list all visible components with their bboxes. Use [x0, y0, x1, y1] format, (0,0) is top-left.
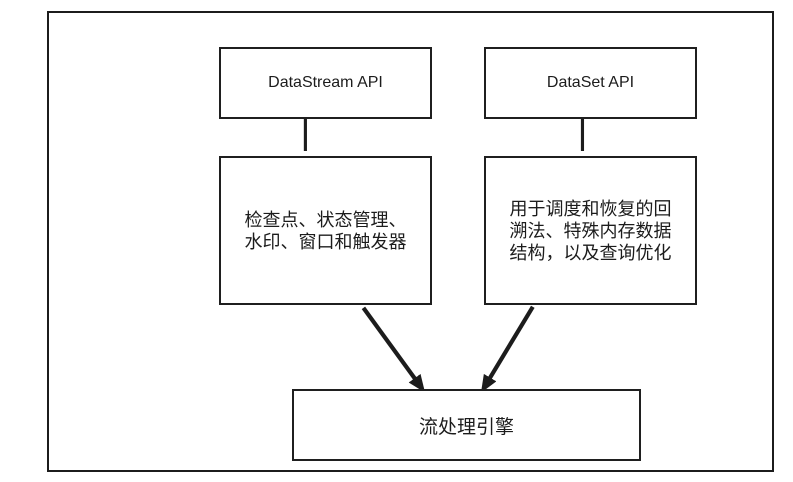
dataset-detail-line: 溯法、特殊内存数据: [509, 220, 672, 241]
dataset-detail-box: 用于调度和恢复的回 溯法、特殊内存数据 结构，以及查询优化: [484, 156, 697, 305]
datastream-api-label: DataStream API: [268, 74, 383, 91]
datastream-detail-line: 检查点、状态管理、: [244, 209, 407, 230]
stream-engine-box: 流处理引擎: [292, 389, 641, 461]
dataset-api-label: DataSet API: [546, 74, 635, 91]
arrow-left-to-engine: [361, 306, 426, 393]
stream-engine-label: 流处理引擎: [418, 416, 514, 438]
datastream-api-box: DataStream API: [219, 47, 432, 119]
datastream-detail-box: 检查点、状态管理、 水印、窗口和触发器: [219, 156, 432, 305]
arrow-right-to-engine: [480, 305, 535, 393]
dataset-api-box: DataSet API: [484, 47, 697, 119]
datastream-detail-line: 水印、窗口和触发器: [244, 231, 407, 252]
dataset-detail-line: 用于调度和恢复的回: [509, 198, 672, 219]
diagram-frame: DataStream API DataSet API 检查点、状态管理、 水印、…: [47, 11, 774, 472]
dataset-detail-line: 结构，以及查询优化: [509, 242, 672, 263]
